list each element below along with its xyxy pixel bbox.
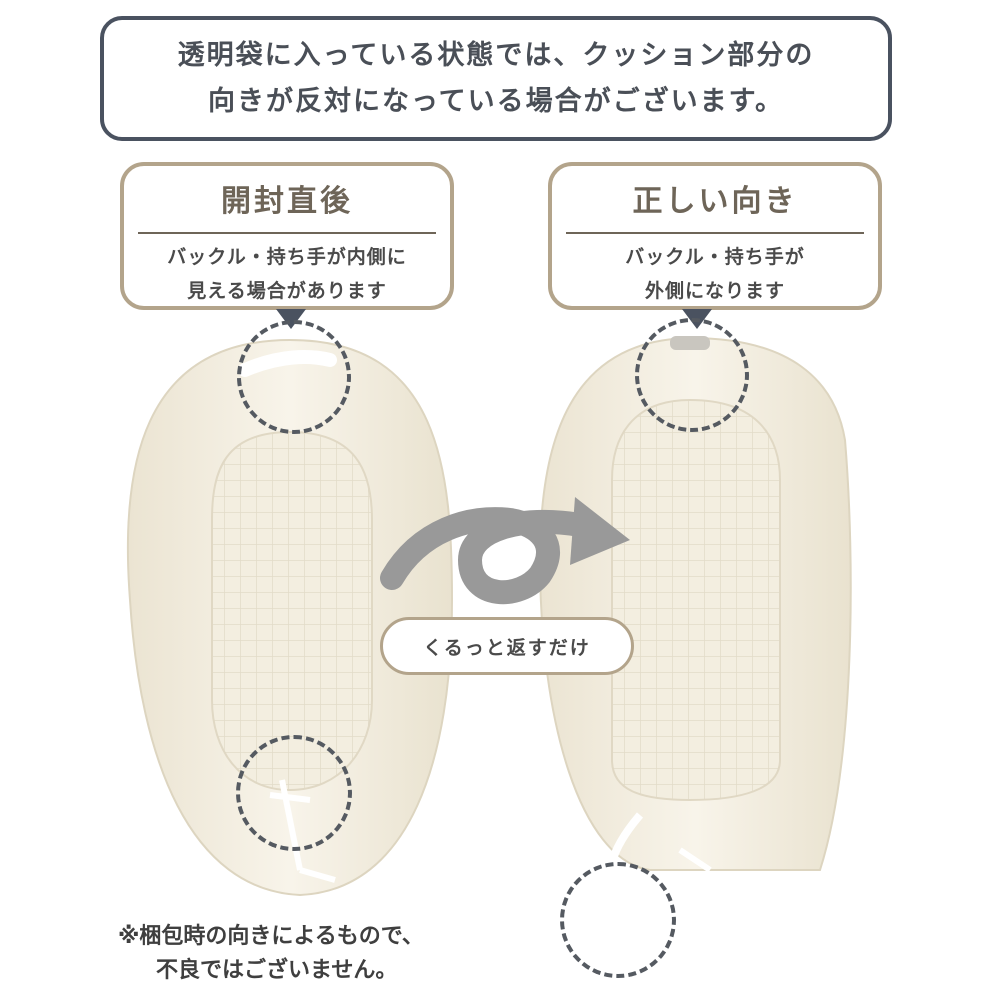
right-buckle-highlight-circle xyxy=(560,862,676,978)
flip-label-pill: くるっと返すだけ xyxy=(380,617,634,675)
footnote: ※梱包時の向きによるもので、 不良ではございません。 xyxy=(118,920,424,988)
left-card-divider xyxy=(138,232,436,234)
left-card-title: 開封直後 xyxy=(221,184,353,219)
right-cushion xyxy=(538,336,852,929)
flip-arrow xyxy=(380,497,630,605)
notice-line-2: 向きが反対になっている場合がございます。 xyxy=(208,85,784,117)
footnote-line-2: 不良ではございません。 xyxy=(156,958,398,983)
left-buckle-highlight-circle xyxy=(236,735,352,851)
left-handle-highlight-circle xyxy=(237,320,351,434)
left-cushion xyxy=(126,338,454,897)
right-handle-highlight-circle xyxy=(635,318,749,432)
left-label-card: 開封直後 バックル・持ち手が内側に 見える場合があります xyxy=(120,162,454,310)
right-card-divider xyxy=(566,232,864,234)
footnote-line-1: ※梱包時の向きによるもので、 xyxy=(118,924,424,949)
right-card-desc-line-1: バックル・持ち手が xyxy=(625,246,805,268)
right-card-desc-line-2: 外側になります xyxy=(644,280,785,302)
notice-line-1: 透明袋に入っている状態では、クッション部分の xyxy=(177,39,815,71)
left-card-desc-line-1: バックル・持ち手が内側に xyxy=(167,246,407,268)
left-card-desc-line-2: 見える場合があります xyxy=(187,280,387,302)
right-label-card: 正しい向き バックル・持ち手が 外側になります xyxy=(548,162,882,310)
right-card-title: 正しい向き xyxy=(632,184,798,219)
notice-box: 透明袋に入っている状態では、クッション部分の 向きが反対になっている場合がござい… xyxy=(100,16,892,141)
